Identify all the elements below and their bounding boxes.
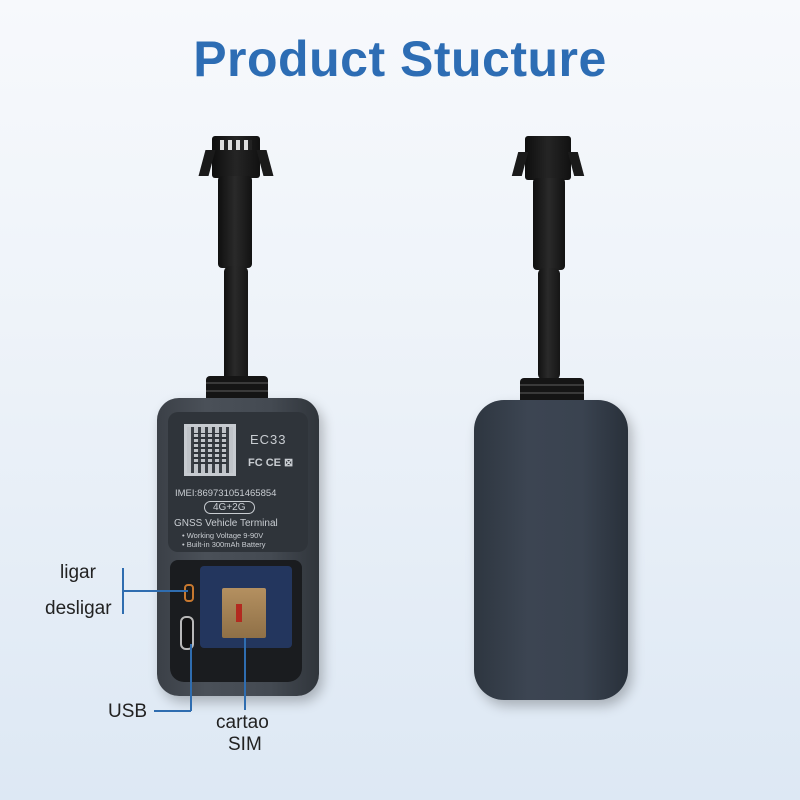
usb-port[interactable] [180,616,194,650]
model-label: EC33 [250,432,287,447]
label-ligar: ligar [60,562,96,583]
label-desligar: desligar [45,598,112,619]
cable-front [224,266,248,382]
qr-code [184,424,236,476]
sim-eject-tab [236,604,242,622]
connector-back [525,136,571,180]
connector-pins [220,140,252,150]
product-name-label: GNSS Vehicle Terminal [174,518,278,529]
spec-line-battery: • Built-in 300mAh Battery [182,540,266,549]
label-usb: USB [108,701,148,722]
label-sim-line1: cartao [216,712,269,733]
sim-card-slot[interactable] [222,588,266,638]
cable-boot-front [218,176,252,268]
page-title: Product Stucture [193,31,607,87]
device-body-back [474,400,628,700]
network-badge: 4G+2G [204,501,255,514]
spec-line-voltage: • Working Voltage 9-90V [182,531,264,540]
cable-back [538,268,560,380]
label-sim-line2: SIM [228,734,262,755]
switch-leader-line [122,590,188,592]
usb-leader-line-v [190,644,192,711]
usb-leader-line-h [154,710,191,712]
certification-marks: FC CE ⊠ [248,457,294,469]
sim-leader-line [244,638,246,710]
cable-boot-back [533,178,565,270]
power-switch[interactable] [184,584,194,602]
imei-label: IMEI:869731051465854 [175,488,277,499]
